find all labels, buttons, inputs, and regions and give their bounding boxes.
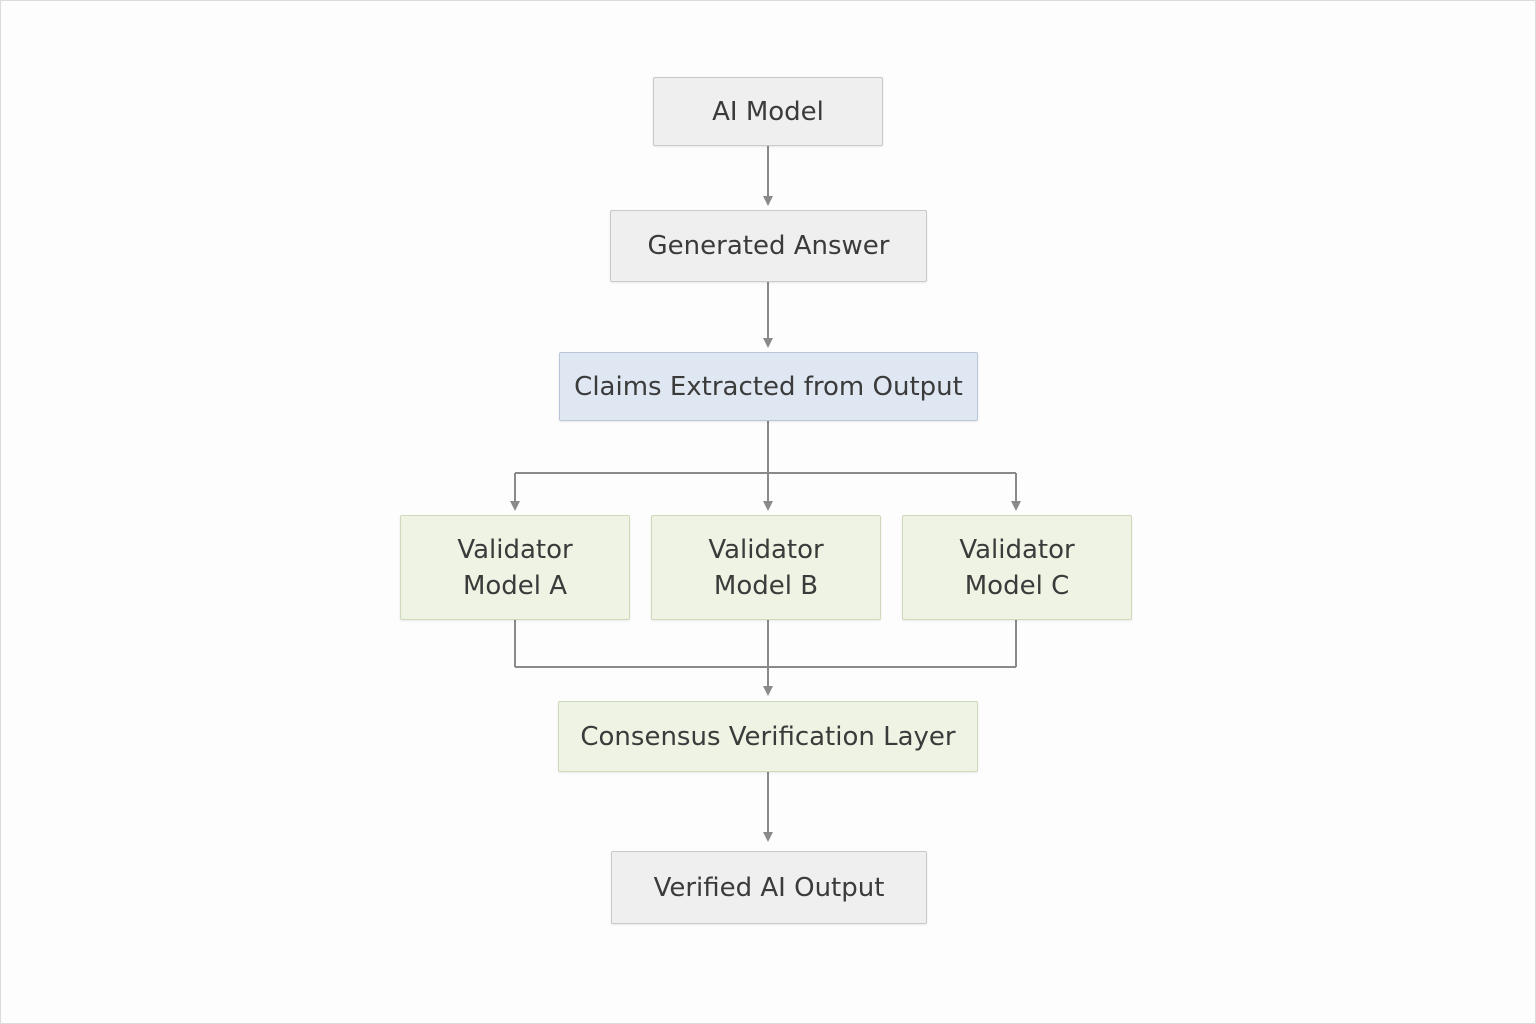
node-validator-c-label: Validator Model C [959,534,1075,601]
node-claims-extracted-label: Claims Extracted from Output [574,371,963,402]
node-validator-a-label: Validator Model A [457,534,573,601]
node-verified-output: Verified AI Output [611,851,927,924]
node-ai-model: AI Model [653,77,883,146]
node-verified-output-label: Verified AI Output [653,872,885,903]
node-consensus-layer-label: Consensus Verification Layer [580,721,956,752]
node-consensus-layer: Consensus Verification Layer [558,701,978,772]
node-validator-b-label: Validator Model B [708,534,824,601]
node-validator-b: Validator Model B [651,515,881,620]
node-generated-answer-label: Generated Answer [647,231,890,261]
node-validator-c: Validator Model C [902,515,1132,620]
node-validator-a: Validator Model A [400,515,630,620]
node-generated-answer: Generated Answer [610,210,927,282]
node-claims-extracted: Claims Extracted from Output [559,352,978,421]
node-ai-model-label: AI Model [712,96,824,127]
